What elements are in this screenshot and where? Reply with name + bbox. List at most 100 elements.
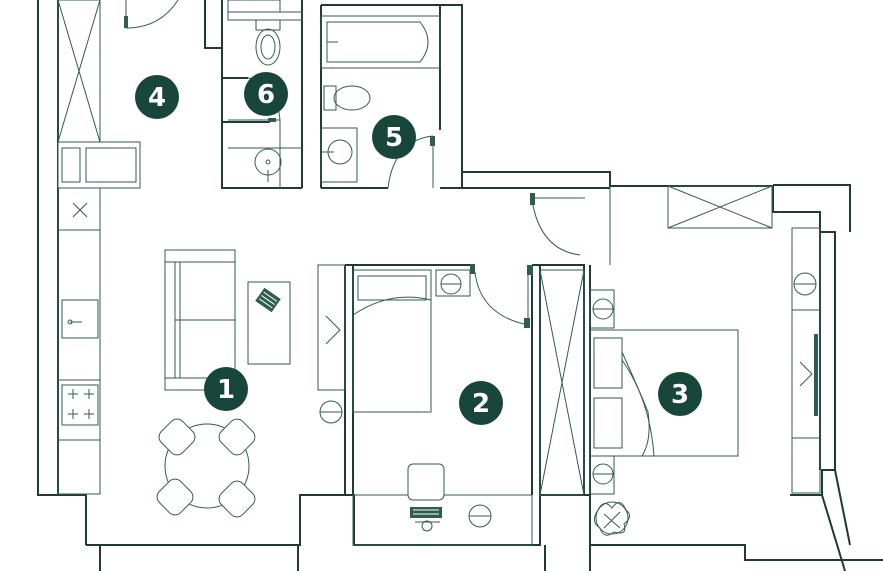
room-badge-1: 1 [204, 367, 248, 411]
plant-icon [594, 501, 630, 536]
right-outer-wall [772, 185, 836, 496]
counter-return [57, 141, 141, 189]
master-nightstand-bottom [589, 455, 615, 495]
toilet-bowl [255, 28, 281, 66]
laptop-keys [258, 291, 278, 309]
bedroom2-wardrobe [317, 264, 346, 391]
room-badge-circle [244, 72, 288, 116]
bedroom2-right-wall [531, 264, 591, 495]
counter-top [57, 141, 101, 495]
toilet-door-jamb [268, 118, 276, 122]
room-badge-2: 2 [459, 381, 503, 425]
left-outer-wall [37, 0, 87, 545]
room-badge-circle [372, 115, 416, 159]
bedroom2-door-jamb [470, 264, 475, 274]
bedroom2-door-jamb-2 [524, 318, 530, 328]
single-bed [352, 269, 432, 413]
bathtub-outer [320, 15, 441, 69]
sofa-cushions [165, 261, 235, 379]
keyboard-icon [410, 507, 442, 518]
corner-right-top [773, 184, 851, 232]
entry-door-jamb [124, 16, 128, 28]
room-badge-6: 6 [244, 72, 288, 116]
room-badge-3: 3 [658, 372, 702, 416]
living-room [156, 249, 291, 518]
closet-cross [539, 269, 585, 496]
fridge-cross [72, 202, 88, 218]
hall-top-wall [204, 0, 222, 49]
master-right-counter [791, 227, 821, 494]
master-wardrobe-cross [667, 185, 773, 229]
bedroom2-nightstand [435, 269, 471, 297]
toilet-shelf [227, 0, 281, 13]
closet-jamb [527, 265, 533, 275]
laptop-icon [255, 287, 281, 313]
toilet-tank [255, 19, 281, 31]
wardrobe-arrow [325, 315, 341, 345]
bath-toilet-bowl [333, 85, 371, 111]
tv-icon [814, 334, 818, 416]
chair-bottom-left [156, 478, 194, 516]
master-nightstand-top [589, 289, 615, 329]
room-badge-circle [135, 75, 179, 119]
double-bed-pillow-2 [593, 397, 623, 449]
bath-left-wall [301, 0, 440, 188]
coffee-table [247, 281, 291, 365]
master-wardrobe [667, 185, 773, 229]
room-badge-label: 5 [385, 123, 403, 153]
stove-icon [61, 384, 99, 426]
room-badge-label: 2 [472, 389, 490, 419]
room-badge-circle [459, 381, 503, 425]
entry-door [124, 0, 179, 29]
single-bed-pillow [357, 275, 427, 301]
single-bed-sheet [352, 296, 432, 316]
toilet-shelf-2 [227, 11, 303, 21]
bath-right-wall [439, 4, 463, 188]
tv-arrow [799, 361, 813, 387]
double-bed-sheet-fold [621, 359, 655, 457]
double-bed [589, 329, 739, 457]
toilet-sink-counter [228, 119, 302, 188]
hall-wardrobe [57, 0, 101, 143]
mouse-icon [421, 520, 433, 532]
closet-box [539, 269, 585, 496]
chair-top-right [218, 418, 256, 456]
bottom-window-line [99, 545, 591, 571]
plant-veins [603, 511, 621, 529]
room-badge-label: 6 [257, 80, 275, 110]
chair-top-left [158, 418, 196, 456]
counter-cabinet-b [85, 147, 137, 183]
bathroom-room [320, 15, 441, 189]
room-badge-4: 4 [135, 75, 179, 119]
master-door-swing [531, 199, 581, 256]
room-badges: 1 2 3 4 5 6 [135, 72, 702, 425]
wardrobe-cross [57, 0, 101, 143]
room-badge-label: 1 [217, 375, 235, 405]
chair-bottom-right [218, 480, 256, 518]
counter-cabinet-a [61, 147, 81, 183]
entry-door-swing [125, 0, 179, 29]
closet [527, 265, 585, 496]
room-badge-circle [658, 372, 702, 416]
room-badge-label: 3 [671, 380, 689, 410]
bath-sink-cabinet [320, 127, 358, 183]
toilet-room [227, 0, 303, 188]
bedroom-small [317, 264, 533, 546]
room-badge-circle [204, 367, 248, 411]
master-door-jamb [530, 193, 535, 205]
room-badge-label: 4 [148, 83, 166, 113]
toilet-sink-drain [265, 159, 271, 165]
bath-toilet-tank [323, 85, 337, 111]
desk-chair [407, 463, 445, 501]
corner-right-bottom [821, 469, 851, 571]
desk [352, 494, 533, 546]
bedroom-master [530, 185, 821, 536]
toilet-seat [260, 34, 276, 60]
sink-icon [61, 299, 99, 339]
dining-chairs [156, 418, 256, 518]
double-bed-pillow-1 [593, 337, 623, 389]
keyboard-keys [413, 509, 439, 515]
double-bed-sheet [621, 351, 650, 457]
toilet-walls [221, 0, 302, 189]
plant-leaves [594, 502, 630, 536]
